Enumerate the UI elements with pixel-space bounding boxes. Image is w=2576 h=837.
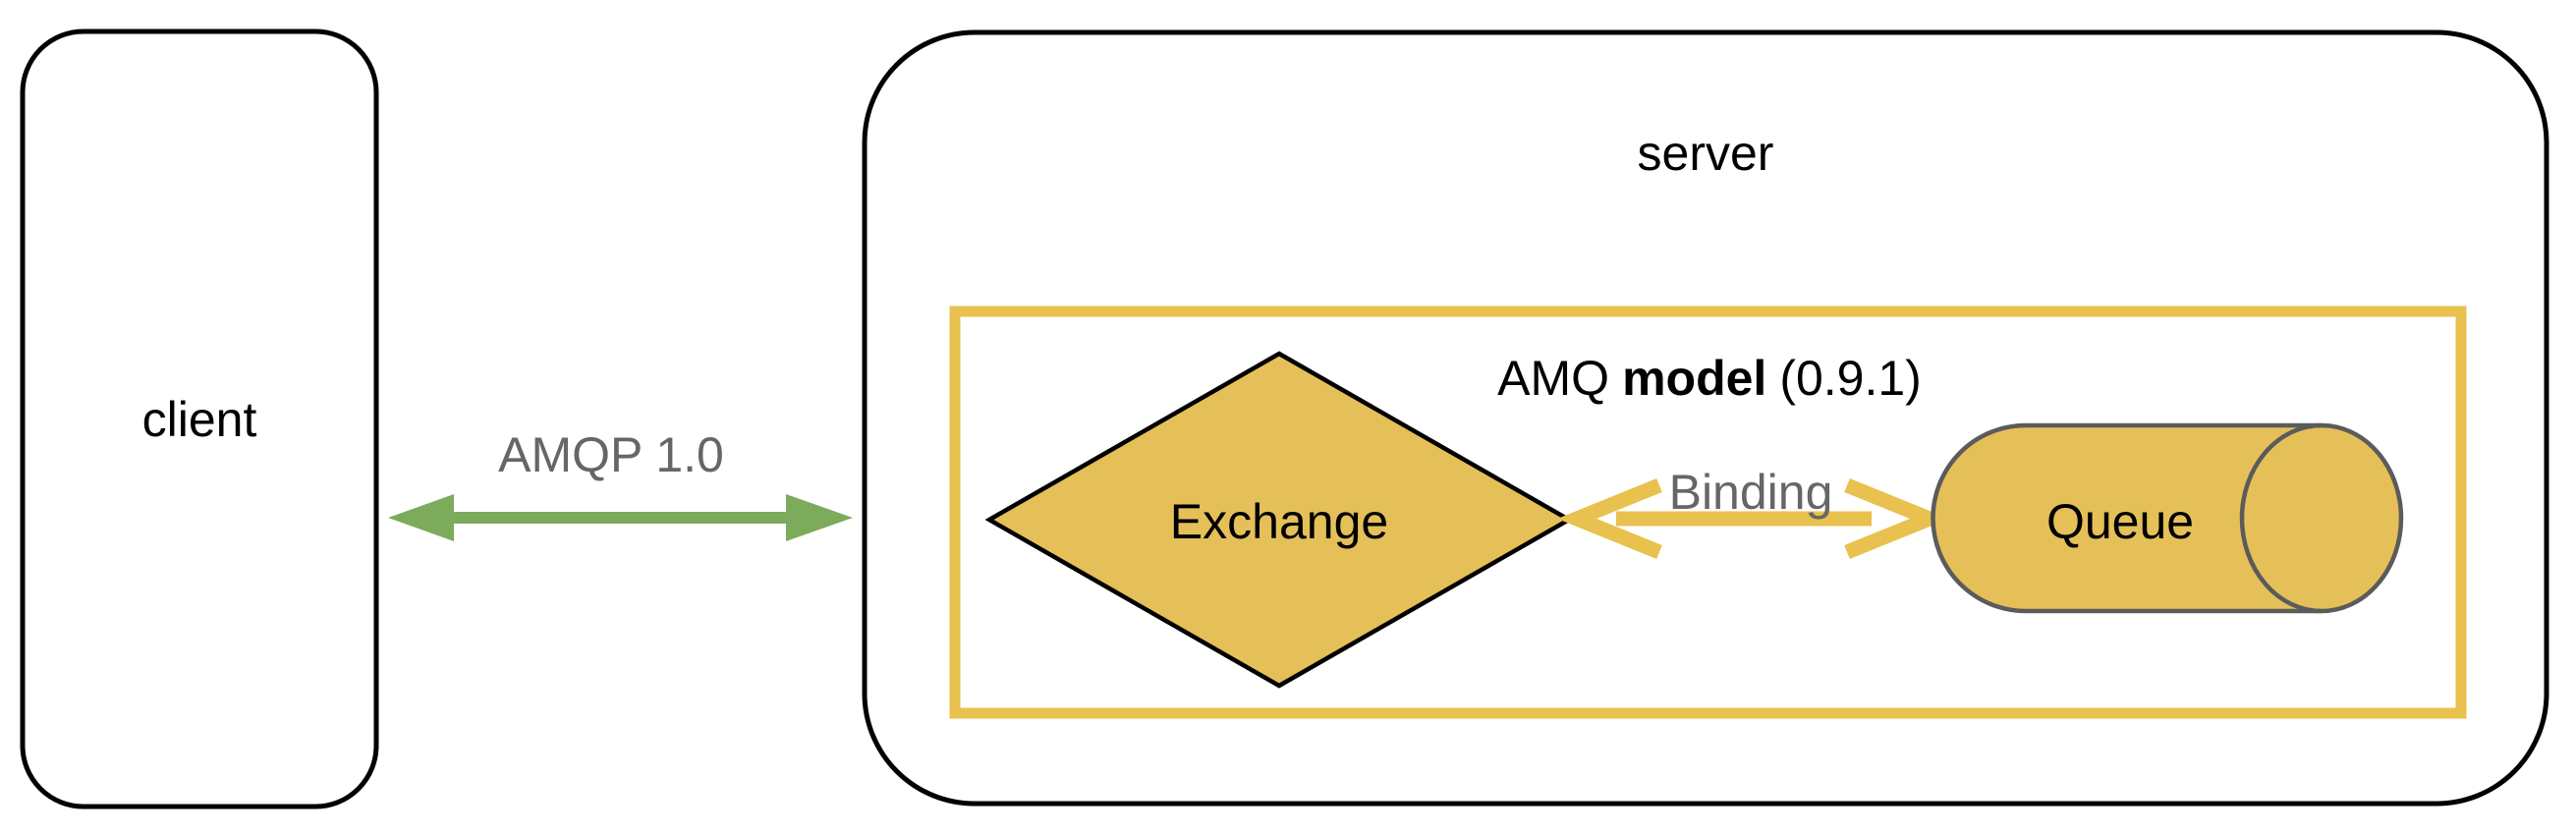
amqp-link-label: AMQP 1.0 xyxy=(498,427,724,482)
amq-model-box xyxy=(949,306,2467,719)
queue-cylinder xyxy=(1931,422,2404,614)
amqp-double-arrow-icon xyxy=(388,494,853,541)
exchange-label: Exchange xyxy=(1170,494,1388,549)
binding-double-arrow-icon xyxy=(1557,478,1949,559)
amq-model-label-bold: model xyxy=(1622,351,1766,406)
amq-model-label-suffix: (0.9.1) xyxy=(1779,351,1922,406)
client-box xyxy=(20,28,379,809)
amq-model-label-prefix: AMQ xyxy=(1497,351,1609,406)
exchange-diamond xyxy=(984,351,1574,689)
binding-label: Binding xyxy=(1669,465,1833,520)
queue-label: Queue xyxy=(2046,494,2194,549)
server-label: server xyxy=(1638,126,1774,181)
client-label: client xyxy=(142,392,257,447)
